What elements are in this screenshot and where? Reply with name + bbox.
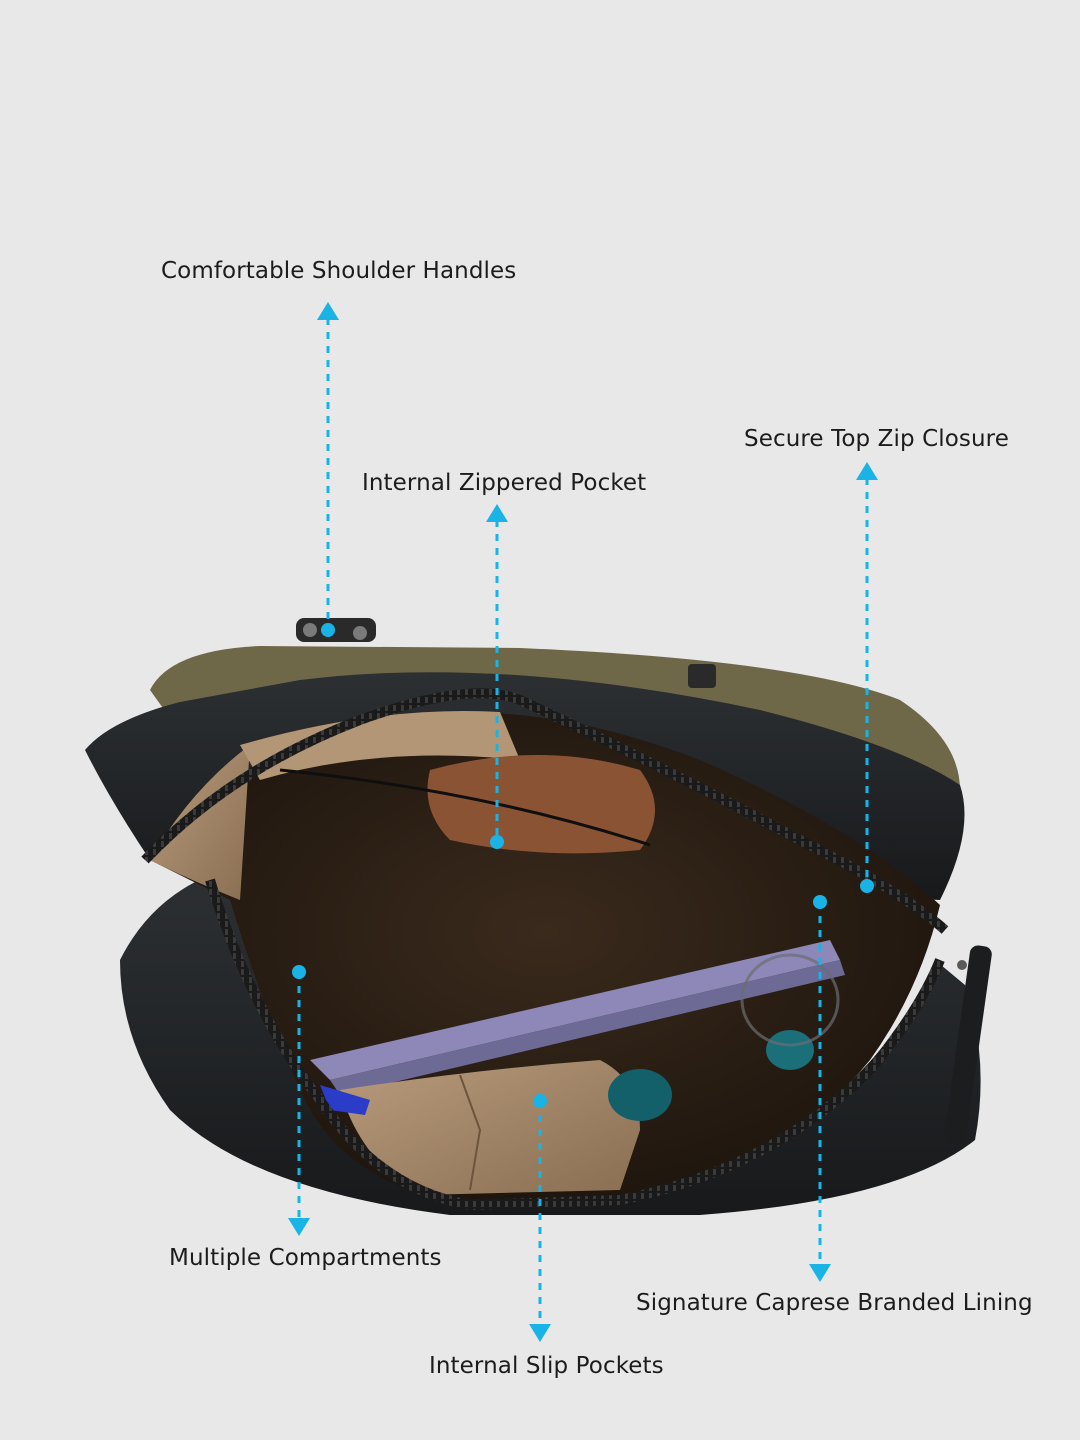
bag-lining-left (150, 745, 250, 900)
arrow-branded-lining (809, 895, 831, 1282)
bottle-cap-1 (608, 1069, 672, 1121)
blue-pen (320, 1085, 370, 1115)
bag-lining-top (240, 710, 520, 780)
label-zippered-pocket: Internal Zippered Pocket (362, 470, 647, 496)
zippered-pocket (427, 755, 655, 854)
label-slip-pockets: Internal Slip Pockets (429, 1353, 664, 1379)
label-top-zip: Secure Top Zip Closure (744, 426, 1009, 452)
arrow-slip-pockets (529, 1094, 551, 1342)
slip-pocket-lining (340, 1060, 640, 1195)
arrow-compartments (288, 965, 310, 1236)
arrow-shoulder-handles (317, 302, 339, 637)
bottle-cap-2 (766, 1030, 814, 1070)
notebook (310, 940, 840, 1080)
label-branded-lining: Signature Caprese Branded Lining (636, 1290, 1033, 1316)
arrow-zippered-pocket (486, 504, 508, 849)
label-shoulder-handles: Comfortable Shoulder Handles (161, 258, 517, 284)
zip-pull (944, 945, 992, 1145)
zipper-upper (141, 688, 949, 934)
glass-jar (740, 953, 840, 1047)
label-compartments: Multiple Compartments (169, 1245, 442, 1271)
zipper-lower (205, 878, 945, 1211)
arrow-top-zip (856, 462, 878, 893)
